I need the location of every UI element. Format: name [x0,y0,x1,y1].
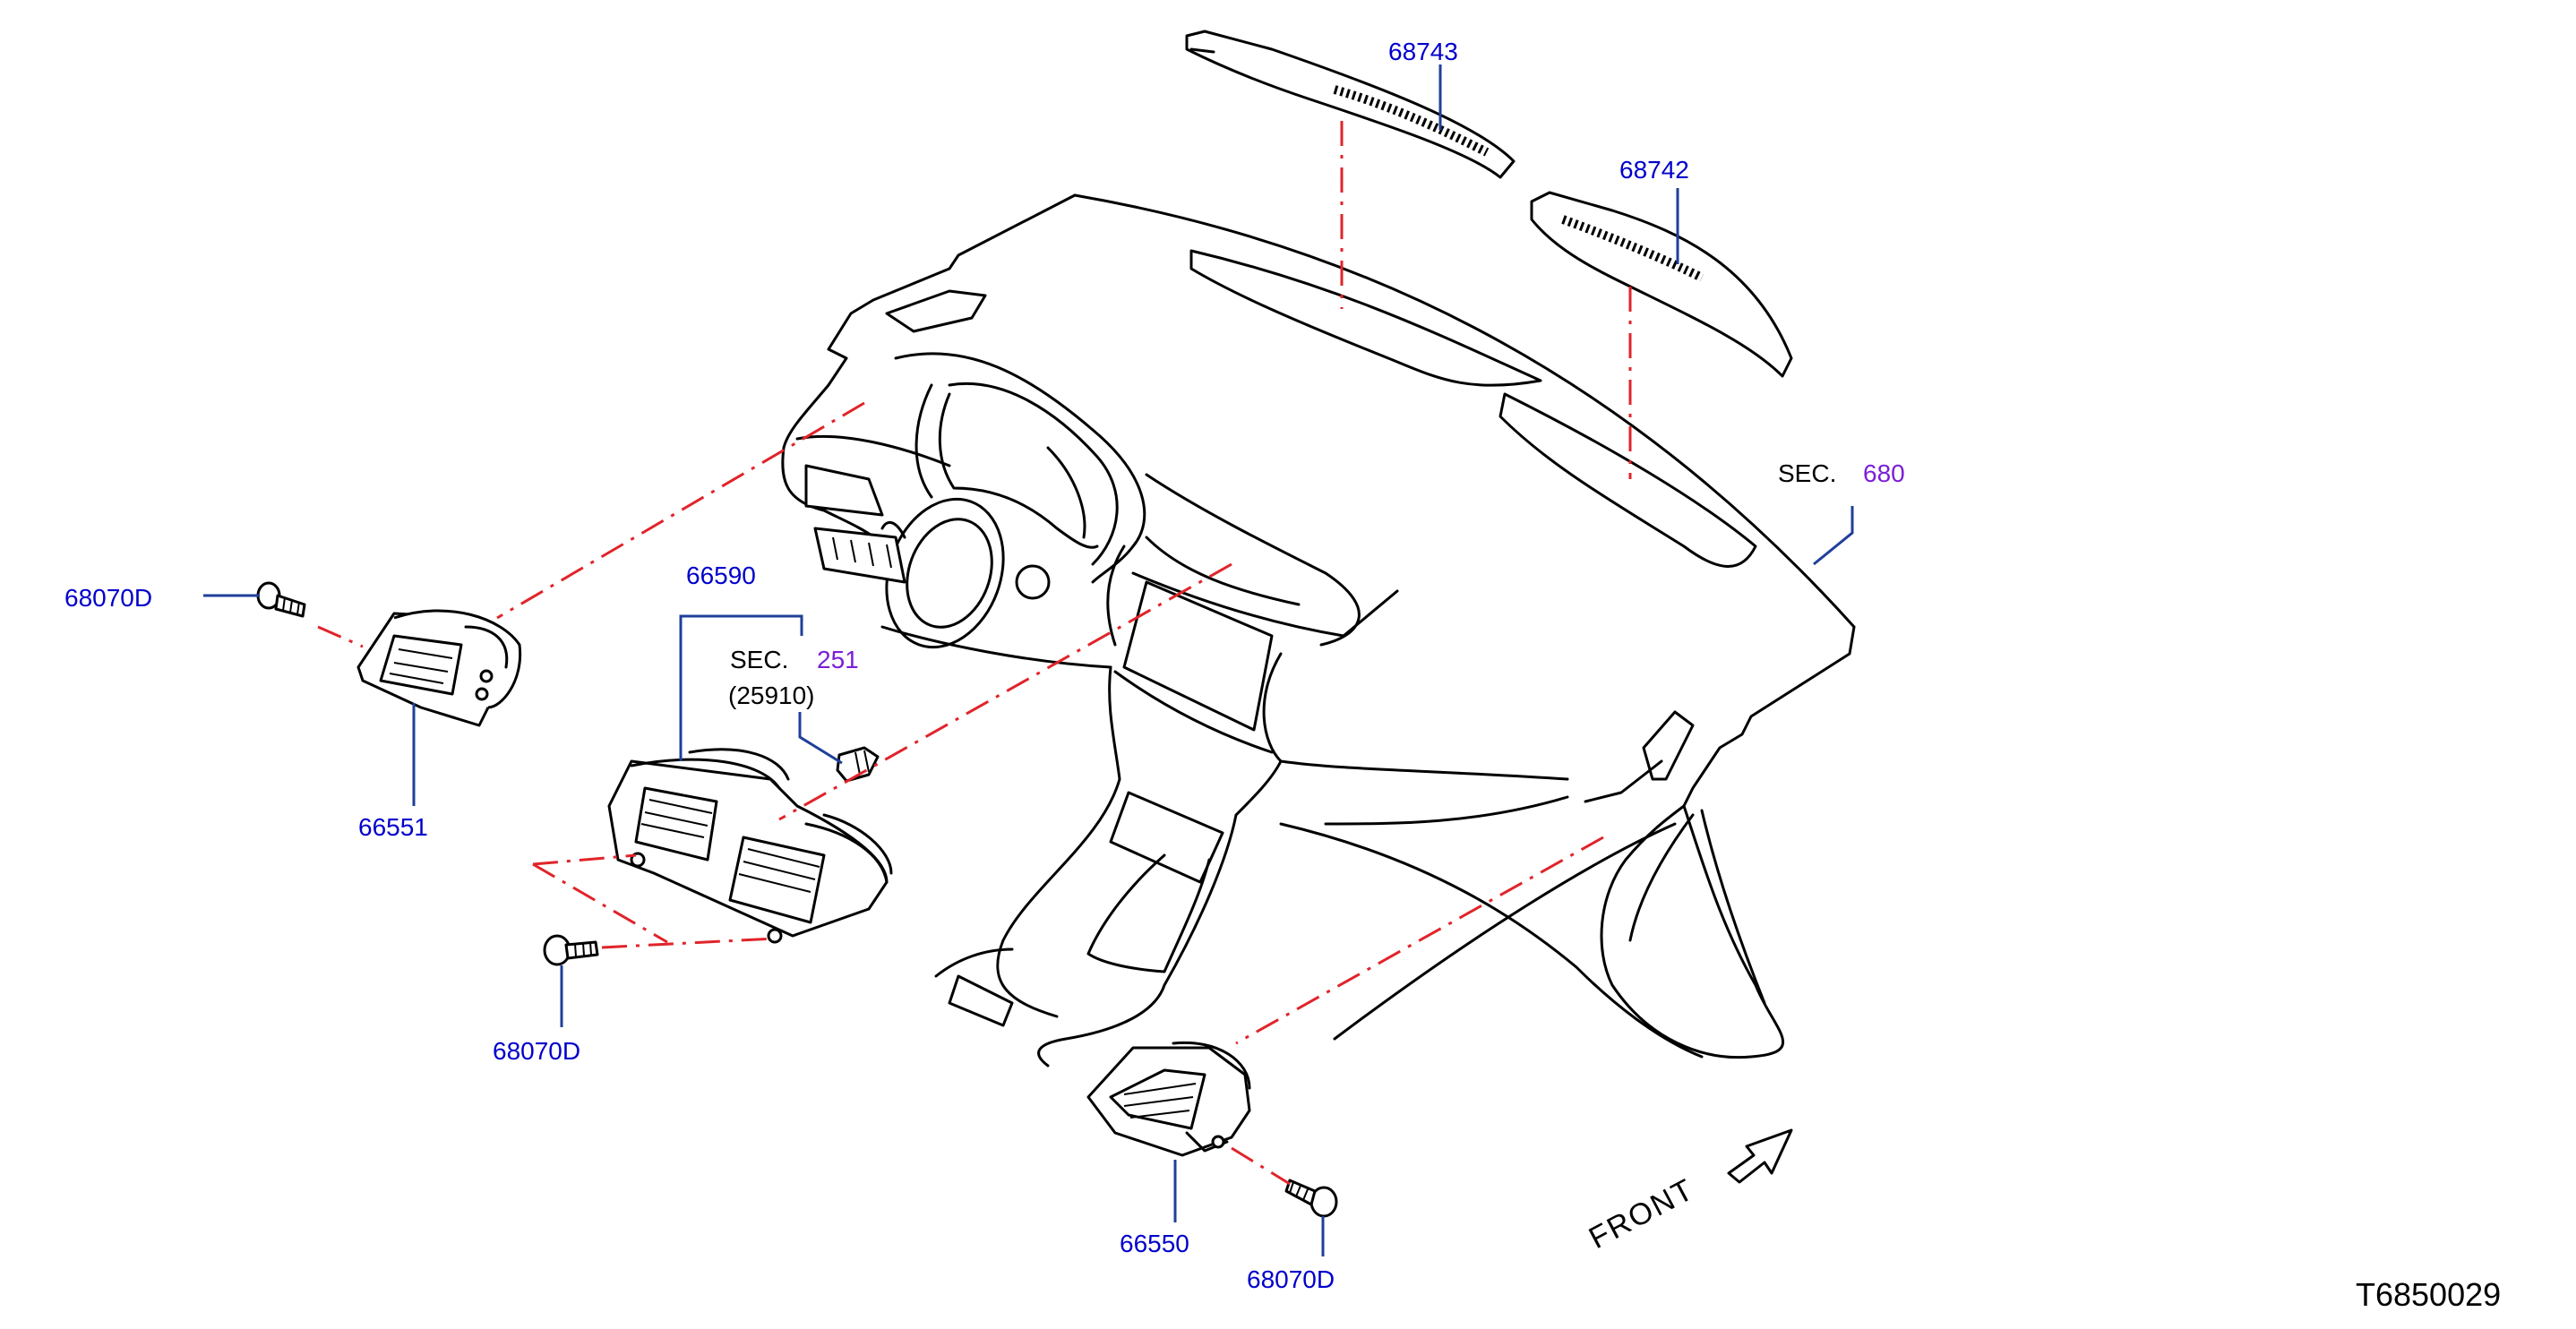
section-ref-251-subpart: (25910) [728,682,815,709]
clip-68070D-center [543,934,599,966]
side-vent-66550 [1086,1041,1251,1157]
clip-68070D-left [256,581,306,618]
clip-68070D-right [1284,1179,1338,1218]
part-number-68743: 68743 [1388,38,1458,65]
part-number-68070D-right: 68070D [1247,1265,1335,1293]
part-number-68742: 68742 [1619,156,1689,184]
section-ref-251-prefix[interactable]: SEC. [730,646,788,673]
defroster-grille-68742 [1530,191,1793,378]
side-vent-66551 [356,609,522,727]
leader-lines [203,64,1854,1256]
part-number-66550: 66550 [1120,1230,1189,1257]
instrument-panel [781,193,1856,1067]
front-arrow-icon [1727,1128,1793,1184]
section-ref-680-number[interactable]: 680 [1863,459,1905,487]
sensor-25910 [836,746,880,783]
front-direction-label: FRONT [1584,1172,1700,1256]
figure-id: T6850029 [2356,1276,2501,1313]
defroster-grille-68743 [1185,30,1516,179]
part-number-68070D-left: 68070D [64,584,152,612]
section-ref-680-prefix[interactable]: SEC. [1778,459,1836,487]
part-number-66590: 66590 [686,562,756,589]
alignment-lines [317,121,1632,1186]
part-number-68070D-center: 68070D [493,1037,580,1065]
center-vent-66590 [607,748,893,944]
part-number-66551: 66551 [358,813,428,841]
section-ref-251-number[interactable]: 251 [817,646,859,673]
